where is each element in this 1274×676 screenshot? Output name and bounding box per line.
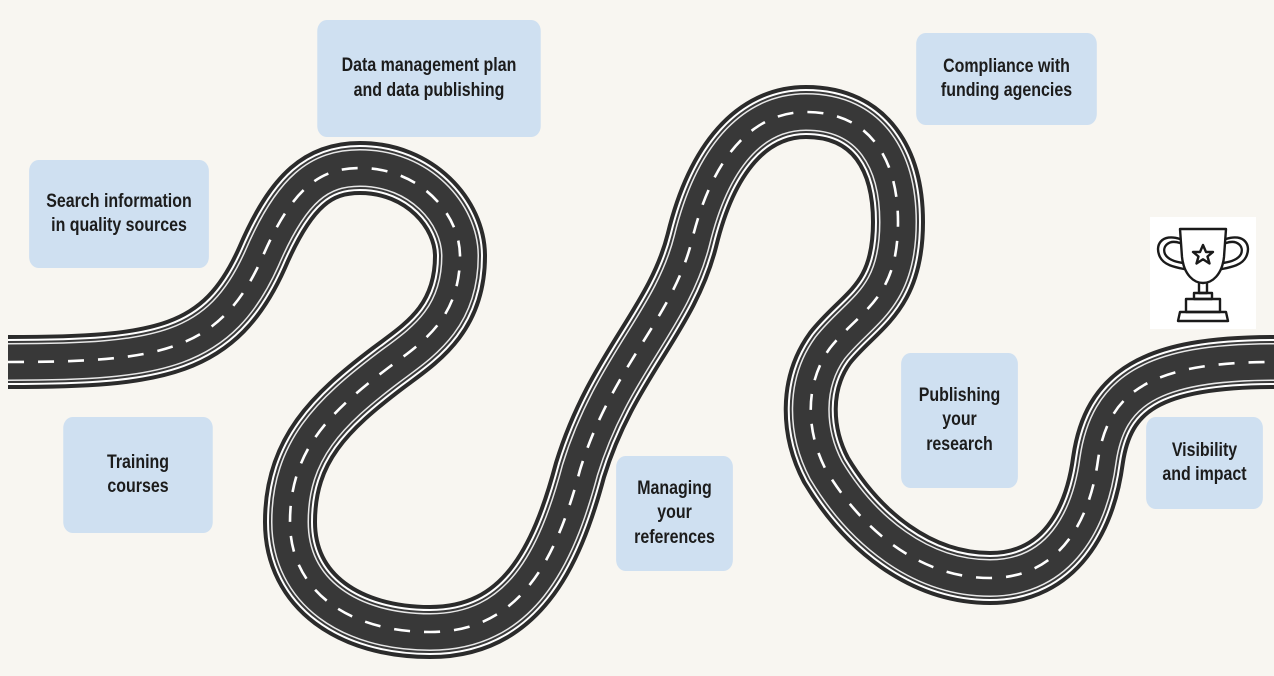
stage-managing-references: Managing your references [616, 456, 733, 571]
stage-compliance-funding: Compliance with funding agencies [916, 33, 1097, 125]
stage-publishing-research: Publishing your research [901, 353, 1018, 488]
stage-visibility-impact: Visibility and impact [1146, 417, 1263, 509]
stage-data-management-plan: Data management plan and data publishing [317, 20, 541, 137]
stage-search-information: Search information in quality sources [29, 160, 209, 268]
trophy-star-icon [1150, 217, 1256, 329]
stage-training-courses: Training courses [63, 417, 213, 533]
